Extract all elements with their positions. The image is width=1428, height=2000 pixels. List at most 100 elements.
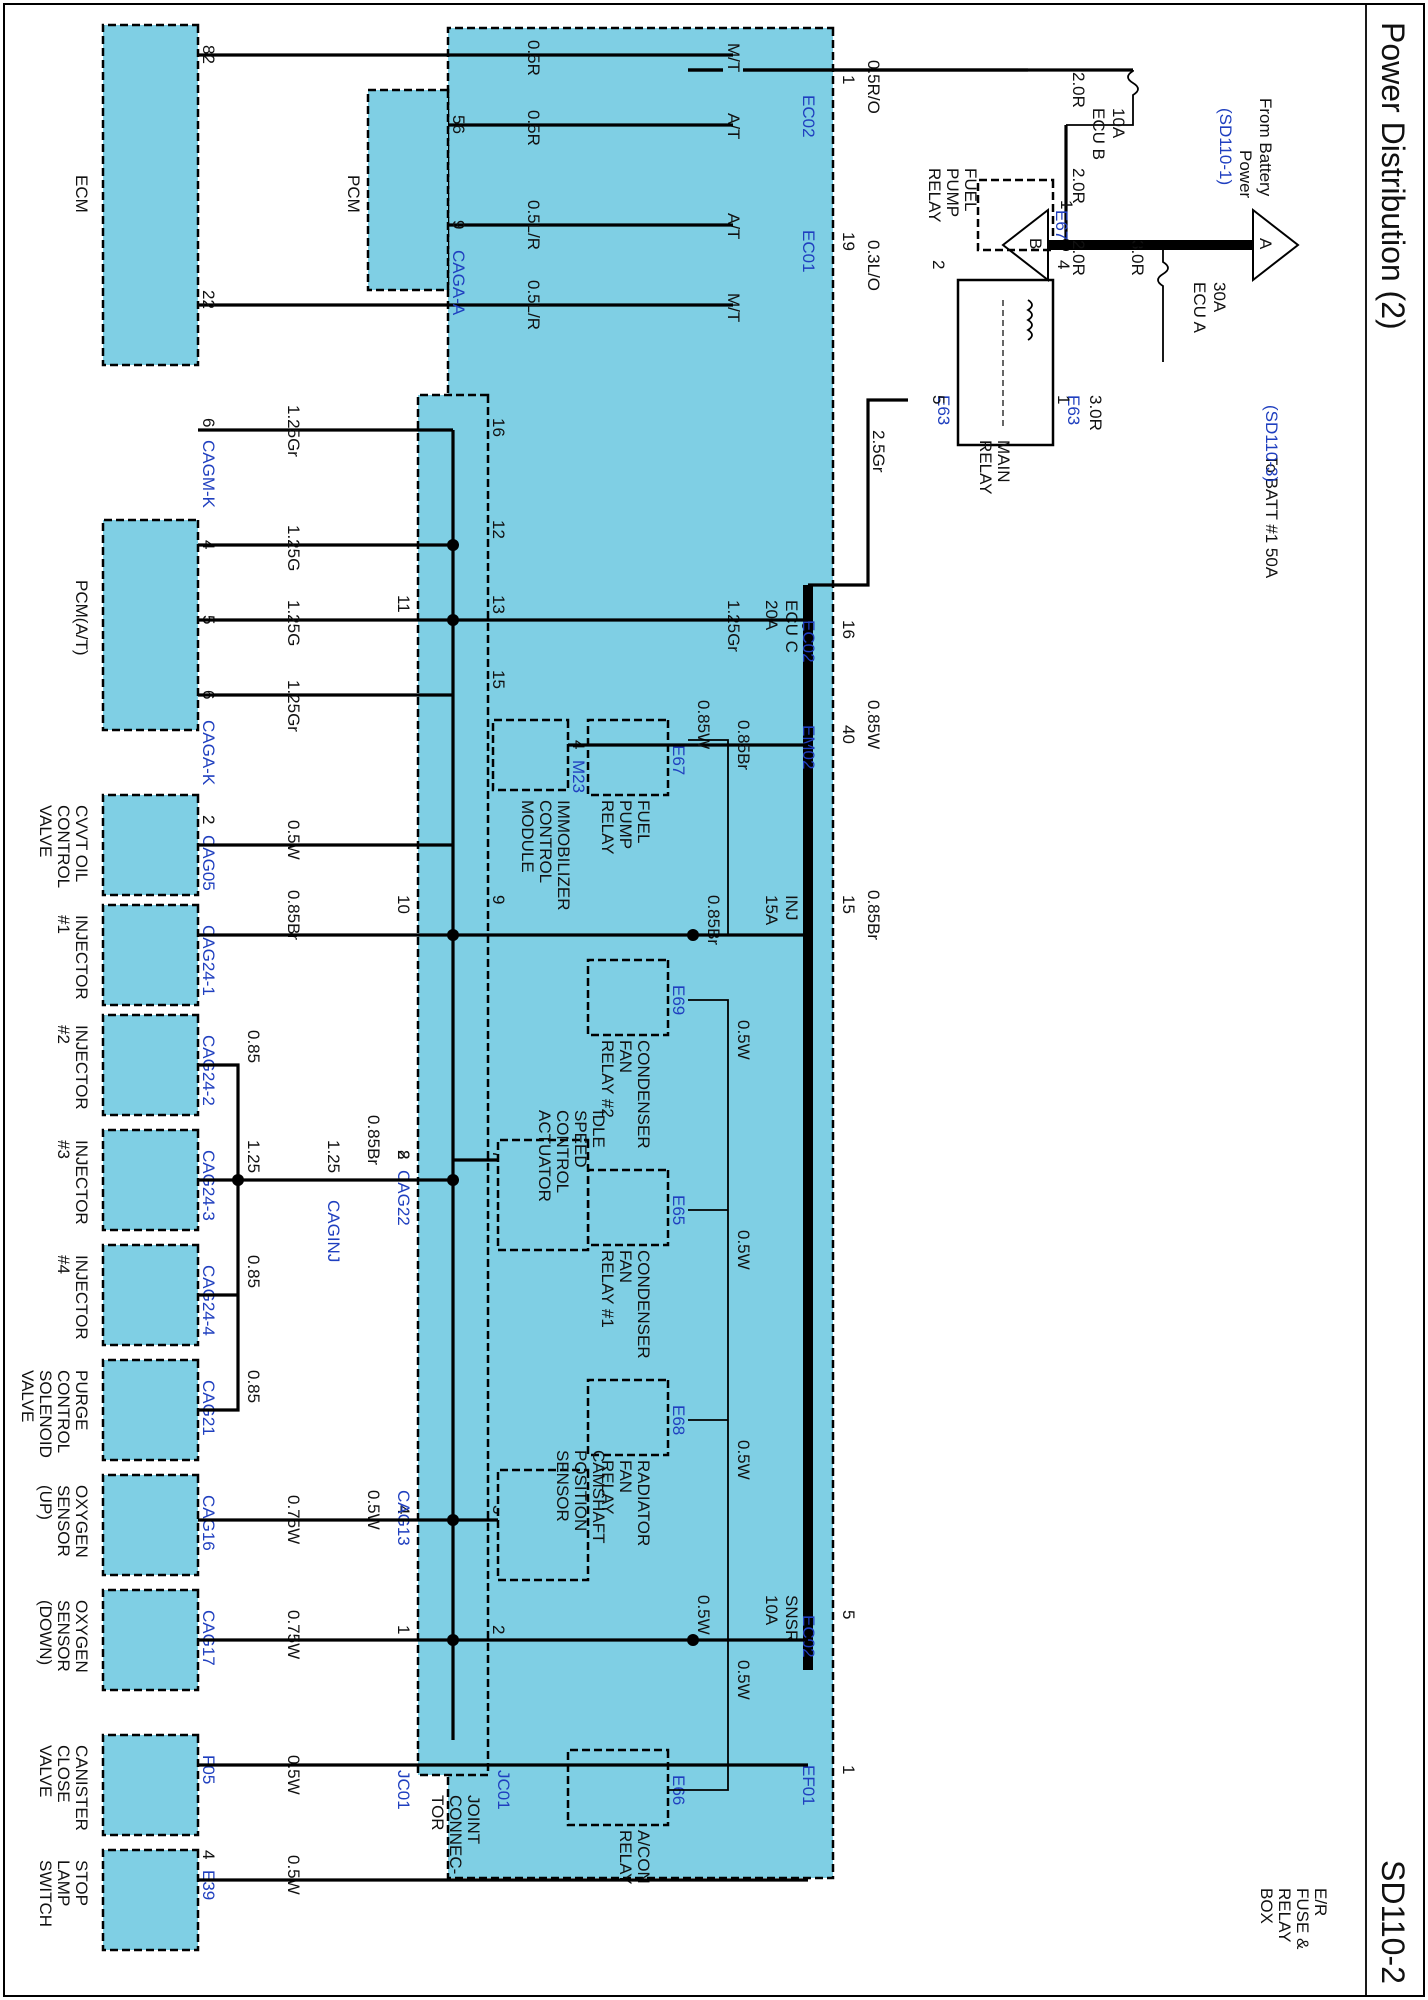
wire-0.5w-d: 0.5W <box>734 1660 753 1700</box>
pin-1-ef01: 1 <box>839 1765 858 1774</box>
wire-0.85-inj4: 0.85 <box>244 1255 263 1288</box>
jc-l1: JOINT <box>464 1795 483 1844</box>
cmp-l3: SENSOR <box>553 1450 572 1522</box>
inj4-l2: #4 <box>54 1255 73 1274</box>
fp2-l2: PUMP <box>616 800 635 849</box>
wire-2r-label: 2.0R <box>1069 72 1088 108</box>
fuse-snsr-rating: 10A <box>762 1595 781 1626</box>
pcm-label: PCM <box>344 175 363 213</box>
pin-19-ec01: 19 <box>839 232 858 251</box>
fuse-inj-name: INJ <box>782 895 801 921</box>
tag-at-1-text: A/T <box>724 113 743 139</box>
rad-l2: FAN <box>616 1460 635 1493</box>
fp-relay-l1: FUEL <box>961 168 980 211</box>
jc-pin-2: 2 <box>489 1625 508 1634</box>
wire-0.5w-cmp: 0.5W <box>364 1490 383 1530</box>
fuse-ecu-c-rating: 20A <box>762 600 781 631</box>
wire-0.85-purge: 0.85 <box>244 1370 263 1403</box>
o2up-l2: SENSOR <box>54 1485 73 1557</box>
battery-connector-b <box>1001 207 1049 283</box>
radiator-fan-relay <box>586 1378 670 1457</box>
injector-3 <box>101 1128 200 1232</box>
inj3-l2: #3 <box>54 1140 73 1159</box>
o2up-l3: (UP) <box>36 1485 55 1520</box>
conn-cag16: CAG16 <box>199 1495 218 1551</box>
cond1-l2: FAN <box>616 1250 635 1283</box>
pin-82: 82 <box>199 45 218 64</box>
fp-relay-pin: 1 <box>1057 200 1076 209</box>
box-name-4: BOX <box>1257 1888 1276 1924</box>
cmp-l1: CAMSHAFT <box>589 1450 608 1544</box>
wire-2r-label-2: 2.0R <box>1069 168 1088 204</box>
main-relay <box>956 278 1055 447</box>
wire-2.5gr <box>808 398 908 587</box>
main-relay-conn-2: E63 <box>934 395 953 425</box>
wire-0.85br: 0.85Br <box>864 890 883 940</box>
conn-e39: E39 <box>199 1870 218 1900</box>
wire-0.85w: 0.85W <box>864 700 883 749</box>
wire-0.5r-2: 0.5R <box>524 110 543 146</box>
fuse-ecu-a-name: ECU A <box>1190 282 1209 334</box>
isc-l4: ACTUATOR <box>535 1110 554 1202</box>
main-relay-pin2: 2 <box>929 260 948 269</box>
purge-control-solenoid-valve <box>101 1358 200 1462</box>
wire-0.85w-immo: 0.85W <box>694 700 713 749</box>
pin-22: 22 <box>199 290 218 309</box>
box-name-2: FUSE & <box>1293 1888 1312 1950</box>
purge-l1: PURGE <box>72 1370 91 1430</box>
junction-6 <box>447 1634 459 1646</box>
page-title: Power Distribution (2) <box>1375 22 1411 330</box>
fuse-ecu-c-name: ECU C <box>782 600 801 653</box>
fp2-l1: FUEL <box>634 800 653 843</box>
inj2-l1: INJECTOR <box>72 1025 91 1110</box>
tag-mt-2-text: M/T <box>724 293 743 322</box>
wire-0.85br-inj: 0.85Br <box>704 895 723 945</box>
cond2-conn: E69 <box>669 985 688 1015</box>
conn-cag24-1: CAG24-1 <box>199 925 218 996</box>
fp-relay-l2: PUMP <box>943 168 962 217</box>
wire-0.3lo: 0.3L/O <box>864 240 883 291</box>
junction-1 <box>447 539 459 551</box>
inj1-l2: #1 <box>54 915 73 934</box>
cvvt-l1: CVVT OIL <box>72 805 91 882</box>
frame <box>3 3 1425 1997</box>
o2down-l3: (DOWN) <box>36 1600 55 1665</box>
cond1-l3: RELAY #1 <box>598 1250 617 1328</box>
conn-ef01: EF01 <box>799 1765 818 1806</box>
pin-4-e39: 4 <box>199 1850 218 1859</box>
main-relay-l1: MAIN <box>994 440 1013 483</box>
immo-l3: MODULE <box>518 800 537 873</box>
cond1-conn: E65 <box>669 1195 688 1225</box>
jc-l3: TOR <box>428 1795 447 1831</box>
conn-cag24-4: CAG24-4 <box>199 1265 218 1336</box>
tag-at-2 <box>723 210 743 246</box>
junction-5 <box>447 1514 459 1526</box>
conn-ec01: EC01 <box>799 230 818 273</box>
inj3-l1: INJECTOR <box>72 1140 91 1225</box>
pcm-at <box>101 518 200 732</box>
fuse-ecu-b-wire <box>1066 70 1139 126</box>
pcm-at-label: PCM(A/T) <box>72 580 91 656</box>
wire-0.5w-a: 0.5W <box>734 1020 753 1060</box>
conn-ec02-c: EC02 <box>799 1615 818 1658</box>
wire-3r-label: 3.0R <box>1128 240 1147 276</box>
purge-l3: SOLENOID <box>36 1370 55 1458</box>
wire-2r-mr: 2.0R <box>1069 240 1088 276</box>
pin-5-ec02: 5 <box>839 1610 858 1619</box>
wire-acon <box>668 1640 729 1791</box>
wire-0.85br-inj1: 0.85Br <box>284 890 303 940</box>
conn-jc01-b: JC01 <box>394 1770 413 1810</box>
junction-inj-fuse <box>687 929 699 941</box>
cond2-l2: FAN <box>616 1040 635 1073</box>
conn-cag21: CAG21 <box>199 1380 218 1436</box>
canister-l1: CANISTER <box>72 1745 91 1831</box>
fuse-ecu-a-wire <box>1157 245 1169 362</box>
conn-caginj: CAGINJ <box>324 1200 343 1262</box>
wire-0.5ro: 0.5R/O <box>864 60 883 114</box>
conn-cag24-2: CAG24-2 <box>199 1035 218 1106</box>
cond2-l1: CONDENSER <box>634 1040 653 1149</box>
wire-3r-mr: 3.0R <box>1086 395 1105 431</box>
conn-ec02-b: EC02 <box>799 620 818 663</box>
wire-0.5w-stop: 0.5W <box>284 1855 303 1895</box>
box-name-3: RELAY <box>1275 1888 1294 1943</box>
